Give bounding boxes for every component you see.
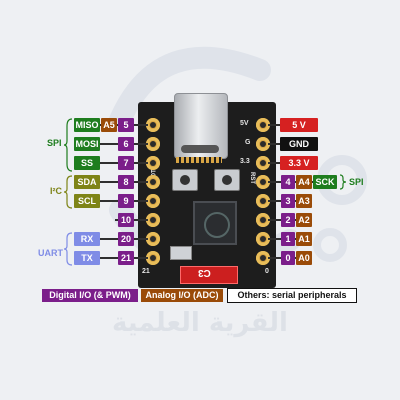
pad-left-8 <box>146 251 160 265</box>
legend-digital: Digital I/O (& PWM) <box>42 289 138 302</box>
group-label-spi-left: SPI <box>47 138 62 148</box>
legend-others: Others: serial peripherals <box>227 288 357 303</box>
bracket-spi-left <box>63 118 73 172</box>
label-ss: SS <box>74 156 100 170</box>
antenna <box>180 266 238 284</box>
pad-right-3 <box>256 156 270 170</box>
pad-right-4 <box>256 175 270 189</box>
label-d7: 7 <box>118 156 134 170</box>
label-a4: A4 <box>296 175 312 189</box>
label-a3: A3 <box>296 194 312 208</box>
pad-left-2 <box>146 137 160 151</box>
label-gnd: GND <box>280 137 318 151</box>
group-label-i2c: I²C <box>50 186 62 196</box>
bracket-i2c <box>63 175 73 209</box>
silk-3v3: 3.3 <box>240 158 250 165</box>
label-d3: 3 <box>281 194 295 208</box>
boot-button[interactable] <box>172 169 198 191</box>
label-d20: 20 <box>118 232 134 246</box>
label-5v: 5 V <box>280 118 318 132</box>
label-a0: A0 <box>296 251 312 265</box>
pad-left-5 <box>146 194 160 208</box>
label-a2: A2 <box>296 213 312 227</box>
chip-label: C3 <box>198 267 211 278</box>
label-sck: SCK <box>313 175 337 189</box>
connector-right-1 <box>268 124 280 126</box>
corner-label-left: 21 <box>142 268 150 275</box>
connector-right-2 <box>268 143 280 145</box>
label-d5: 5 <box>118 118 134 132</box>
label-d21: 21 <box>118 251 134 265</box>
label-d6: 6 <box>118 137 134 151</box>
label-rx: RX <box>74 232 100 246</box>
pad-right-5 <box>256 194 270 208</box>
bracket-uart <box>63 232 73 266</box>
silk-5v: 5V <box>240 120 249 127</box>
bracket-spi-right <box>339 174 347 190</box>
pad-left-3 <box>146 156 160 170</box>
pad-right-6 <box>256 213 270 227</box>
label-d2: 2 <box>281 213 295 227</box>
reset-button[interactable] <box>214 169 240 191</box>
label-d1: 1 <box>281 232 295 246</box>
silk-g: G <box>245 139 251 146</box>
label-tx: TX <box>74 251 100 265</box>
pad-right-1 <box>256 118 270 132</box>
label-d10: 10 <box>118 213 134 227</box>
label-a1: A1 <box>296 232 312 246</box>
pad-left-4 <box>146 175 160 189</box>
label-scl: SCL <box>74 194 100 208</box>
label-mosi: MOSI <box>74 137 100 151</box>
pad-right-2 <box>256 137 270 151</box>
connector-right-3 <box>268 162 280 164</box>
label-d4: 4 <box>281 175 295 189</box>
crystal <box>170 246 192 260</box>
corner-label-right: 0 <box>265 268 269 275</box>
label-d0: 0 <box>281 251 295 265</box>
esp32-chip <box>193 201 237 245</box>
edge-contacts <box>176 157 222 163</box>
pad-right-8 <box>256 251 270 265</box>
label-d9: 9 <box>118 194 134 208</box>
label-miso: MISO <box>74 118 100 132</box>
group-label-spi-right: SPI <box>349 177 364 187</box>
label-a5: A5 <box>101 118 117 132</box>
pad-right-7 <box>256 232 270 246</box>
watermark-text: القرية العلمية <box>112 308 288 338</box>
rst-label: RST <box>249 172 255 184</box>
usb-c-port <box>181 145 219 153</box>
pad-left-6 <box>146 213 160 227</box>
label-3v3: 3.3 V <box>280 156 318 170</box>
group-label-uart: UART <box>38 248 63 258</box>
label-d8: 8 <box>118 175 134 189</box>
legend-analog: Analog I/O (ADC) <box>141 289 223 302</box>
pad-left-1 <box>146 118 160 132</box>
label-sda: SDA <box>74 175 100 189</box>
pad-left-7 <box>146 232 160 246</box>
